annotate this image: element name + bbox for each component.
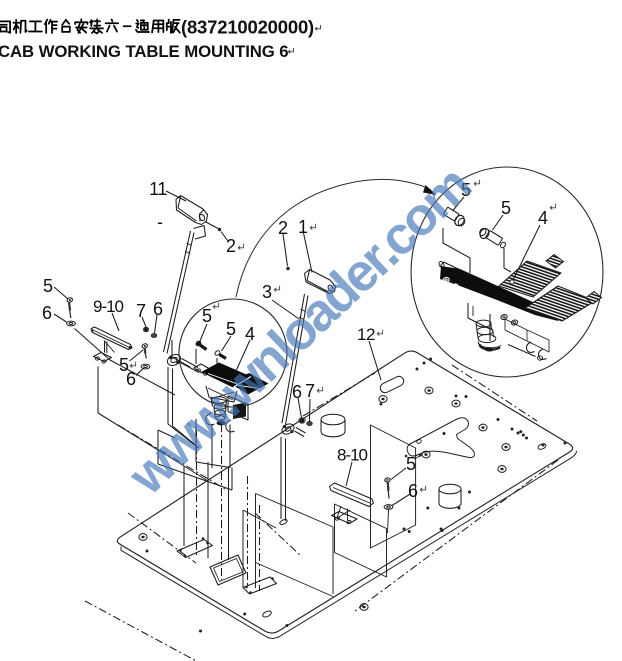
svg-text:2: 2 xyxy=(226,236,236,256)
svg-text:7: 7 xyxy=(136,301,146,321)
svg-text:CAB WORKING TABLE MOUNTING 6: CAB WORKING TABLE MOUNTING 6 xyxy=(0,42,289,61)
svg-text:2: 2 xyxy=(278,218,288,238)
svg-text:(837210020000): (837210020000) xyxy=(181,17,314,38)
svg-text:5: 5 xyxy=(406,454,416,474)
svg-text:9-10: 9-10 xyxy=(93,297,124,316)
svg-text:6: 6 xyxy=(153,299,163,319)
svg-text:11: 11 xyxy=(149,179,167,199)
svg-text:12: 12 xyxy=(357,325,375,344)
svg-text:6: 6 xyxy=(126,369,136,389)
svg-text:4: 4 xyxy=(245,324,255,344)
svg-text:6: 6 xyxy=(42,303,52,323)
svg-text:6: 6 xyxy=(408,481,418,501)
svg-text:6: 6 xyxy=(292,382,302,402)
svg-text:5: 5 xyxy=(43,276,53,296)
svg-text:7: 7 xyxy=(305,381,315,401)
svg-text:5: 5 xyxy=(226,319,236,339)
svg-text:-: - xyxy=(157,212,163,232)
svg-text:5: 5 xyxy=(119,355,129,375)
svg-text:5: 5 xyxy=(501,198,511,218)
svg-text:5: 5 xyxy=(461,180,471,200)
svg-text:5: 5 xyxy=(202,306,212,326)
svg-text:4: 4 xyxy=(538,208,548,228)
svg-text:8-10: 8-10 xyxy=(337,446,368,465)
svg-text:1: 1 xyxy=(298,217,308,237)
svg-text:3: 3 xyxy=(262,282,272,302)
